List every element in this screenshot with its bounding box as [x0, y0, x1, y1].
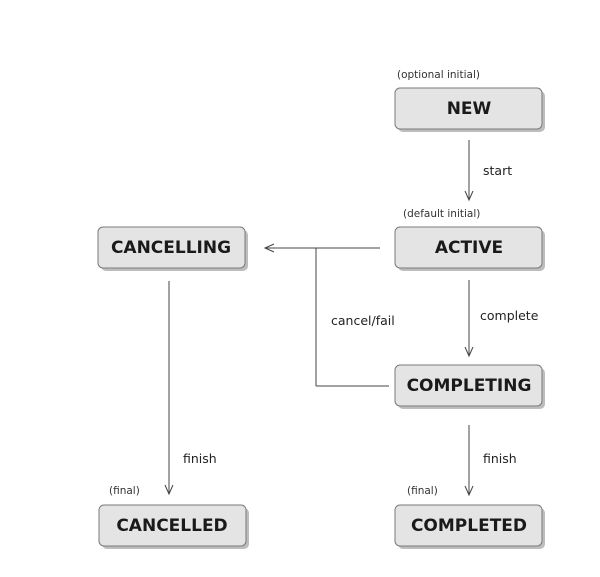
state-completed: COMPLETED — [394, 504, 545, 549]
state-label-cancelled: CANCELLED — [116, 516, 227, 536]
state-note-new: (optional initial) — [397, 69, 480, 81]
state-active: ACTIVE — [394, 226, 545, 271]
edge-finish-completed — [464, 425, 474, 497]
edge-label-cancel-fail: cancel/fail — [331, 313, 395, 328]
state-cancelled: CANCELLED — [98, 504, 249, 549]
state-label-completing: COMPLETING — [407, 376, 532, 396]
edge-label-finish-completed: finish — [483, 451, 517, 466]
state-label-new: NEW — [447, 99, 492, 119]
edge-label-finish-cancelled: finish — [183, 451, 217, 466]
state-new: NEW — [394, 87, 545, 132]
edge-label-start: start — [483, 163, 512, 178]
edge-label-complete: complete — [480, 308, 539, 323]
state-label-cancelling: CANCELLING — [111, 238, 231, 258]
state-label-completed: COMPLETED — [411, 516, 527, 536]
edge-finish-cancelled — [164, 281, 174, 496]
state-cancelling: CANCELLING — [97, 226, 248, 271]
state-note-cancelled: (final) — [109, 485, 140, 497]
edge-complete — [464, 280, 474, 358]
state-note-active: (default initial) — [403, 208, 480, 220]
edge-cancel-fail — [263, 243, 389, 387]
edge-start — [464, 140, 474, 202]
state-label-active: ACTIVE — [435, 238, 503, 258]
state-completing: COMPLETING — [394, 364, 545, 409]
state-note-completed: (final) — [407, 485, 438, 497]
